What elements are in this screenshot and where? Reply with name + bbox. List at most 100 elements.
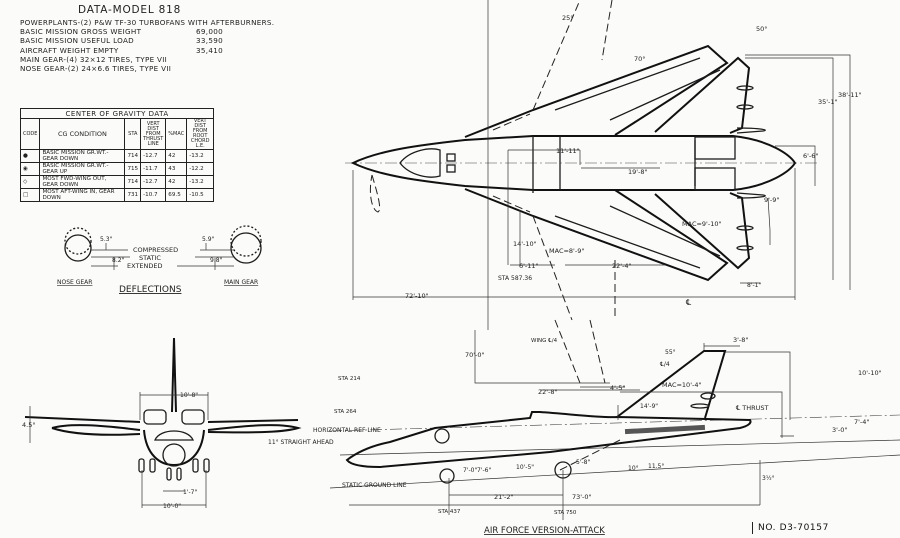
span-35-label: 35'-1" xyxy=(818,98,838,106)
fin-c4-label: ℄/4 xyxy=(660,361,670,368)
span-38-label: 38'-11" xyxy=(838,91,862,99)
thrust-line-label: ℄ THRUST xyxy=(736,404,768,412)
front-span-10-8: 10'-8" xyxy=(180,392,198,399)
cg-vert: -12.7 xyxy=(140,175,167,189)
cg-mac: 69.5 xyxy=(165,188,188,202)
nose-deflection-down: 8.2" xyxy=(112,257,125,264)
deflections-diagram: COMPRESSED STATIC EXTENDED 5.3" 8.2" 5.9… xyxy=(57,225,262,295)
plan-view: 25° 70° 50° 38'-11" 35'-1" 11'-11" 19'-8… xyxy=(345,0,862,330)
cg-mac: 42 xyxy=(165,175,188,189)
compressed-label: COMPRESSED xyxy=(133,246,178,254)
centerline-symbol: ℄ xyxy=(686,298,692,307)
cg-header: VERT DIST FROM ROOT CHORD L.E. xyxy=(186,118,215,150)
cg-table-title: CENTER OF GRAVITY DATA xyxy=(19,108,215,119)
cg-condition: BASIC MISSION GR.WT.-GEAR UP xyxy=(39,162,126,176)
cg-mac: 42 xyxy=(165,149,188,163)
sta-264-label: STA 264 xyxy=(334,409,357,415)
cg-condition: MOST FWD-WING OUT, GEAR DOWN xyxy=(39,175,126,189)
plan-fuselage xyxy=(350,135,797,191)
spec-label: BASIC MISSION USEFUL LOAD xyxy=(20,36,134,46)
sta-437-label: STA 437 xyxy=(438,509,461,515)
cg-vert: -12.7 xyxy=(140,149,167,163)
cg-sta: 714 xyxy=(124,175,142,189)
dim-9-9: 9'-9" xyxy=(764,196,779,204)
sweep-25-label: 25° xyxy=(562,14,574,22)
spec-nose-gear: NOSE GEAR-(2) 24×6.6 TIRES, TYPE VII xyxy=(20,64,172,74)
dim-10-10: 10'-10" xyxy=(858,369,882,377)
spec-main-gear: MAIN GEAR-(4) 32×12 TIRES, TYPE VII xyxy=(20,54,168,64)
dim-6-6: 6'-6" xyxy=(803,152,818,160)
thrust-nozzle-hatch xyxy=(624,424,706,435)
cg-header: STA xyxy=(124,118,142,150)
angle-3-5: 3½° xyxy=(762,475,775,482)
cg-sta: 731 xyxy=(124,188,142,202)
side-view: WING ℄/4 70'-0" 22'-8" 4'-5" 3'-8" 55° ℄… xyxy=(313,319,900,536)
dim-3-8: 3'-8" xyxy=(733,336,748,344)
spec-row: BASIC MISSION GROSS WEIGHT 69,000 xyxy=(20,27,274,36)
cg-code: ◉ xyxy=(19,162,41,176)
cg-sta: 714 xyxy=(124,149,142,163)
deflections-title: DEFLECTIONS xyxy=(119,285,182,295)
side-fuselage xyxy=(345,411,752,469)
plan-htail-left xyxy=(654,56,751,134)
cg-header: VERT DIST FROM THRUST LINE xyxy=(140,118,167,150)
mac-fin-label: MAC=10'-4" xyxy=(662,381,701,389)
drawing-caption: AIR FORCE VERSION-ATTACK xyxy=(484,526,605,536)
dim-70-0: 70'-0" xyxy=(465,351,485,359)
drawing-number: NO. D3-70157 xyxy=(752,522,829,534)
dim-22-8: 22'-8" xyxy=(538,388,558,396)
cg-vert: -10.7 xyxy=(140,188,167,202)
plan-canopy xyxy=(399,148,441,178)
horizontal-ref-label: HORIZONTAL REF LINE xyxy=(313,427,381,434)
wing-c4-label: WING ℄/4 xyxy=(531,337,558,344)
dim-10-5: 10'-5" xyxy=(516,464,534,471)
spec-value: 35,410 xyxy=(196,45,223,55)
cg-code: ◇ xyxy=(19,175,41,189)
main-gear-label: MAIN GEAR xyxy=(224,279,258,286)
dim-5-8: 5'-8" xyxy=(576,459,590,466)
spec-powerplants: POWERPLANTS-(2) P&W TF-30 TURBOFANS WITH… xyxy=(20,18,275,27)
dim-3-0: 3'-0" xyxy=(832,426,847,434)
dim-14-9: 14'-9" xyxy=(640,403,658,410)
main-deflection-up: 5.9" xyxy=(202,236,215,243)
front-fuselage xyxy=(143,429,205,467)
tail-sweep-label: 50° xyxy=(756,25,768,33)
cg-root: -10.5 xyxy=(186,188,215,202)
length-72-10: 72'-10" xyxy=(405,292,429,300)
spec-label: BASIC MISSION GROSS WEIGHT xyxy=(20,27,142,37)
cg-condition: MOST AFT-WING IN, GEAR DOWN xyxy=(39,188,126,202)
front-track-main: 10'-0" xyxy=(163,503,181,510)
mac-wing-label: MAC=8'-9" xyxy=(549,247,584,255)
angle-55: 55° xyxy=(665,349,676,356)
cg-sta: 715 xyxy=(124,162,142,176)
nose-gear-label: NOSE GEAR xyxy=(57,279,92,286)
dim-14-10: 14'-10" xyxy=(513,240,537,248)
dim-7-4: 7'-4" xyxy=(854,418,869,426)
spec-value: 69,000 xyxy=(196,27,223,37)
sta-587-label: STA 587.36 xyxy=(498,275,532,282)
cg-root: -13.2 xyxy=(186,175,215,189)
page-title: DATA-MODEL 818 xyxy=(78,4,182,16)
plan-drop-tank xyxy=(369,174,381,213)
static-label: STATIC xyxy=(139,254,161,262)
front-dihedral: 4.5° xyxy=(22,421,36,429)
front-view: 10'-8" 4.5° 1'-7" 10'-0" 11° STRAIGHT AH… xyxy=(22,337,334,510)
dim-6-11: 6'-11" xyxy=(519,262,539,270)
front-fin xyxy=(171,337,177,413)
cg-mac: 43 xyxy=(165,162,188,176)
ground-line-label: STATIC GROUND LINE xyxy=(342,482,407,489)
angle-11-5: 11.5° xyxy=(648,463,664,470)
cg-header: CODE xyxy=(19,118,41,150)
sta-214-label: STA 214 xyxy=(338,376,361,382)
front-wings xyxy=(24,416,302,436)
dim-4-5: 4'-5" xyxy=(610,384,625,392)
cg-vert: -11.7 xyxy=(140,162,167,176)
side-fin xyxy=(616,350,727,419)
dim-21-2: 21'-2" xyxy=(494,493,514,501)
